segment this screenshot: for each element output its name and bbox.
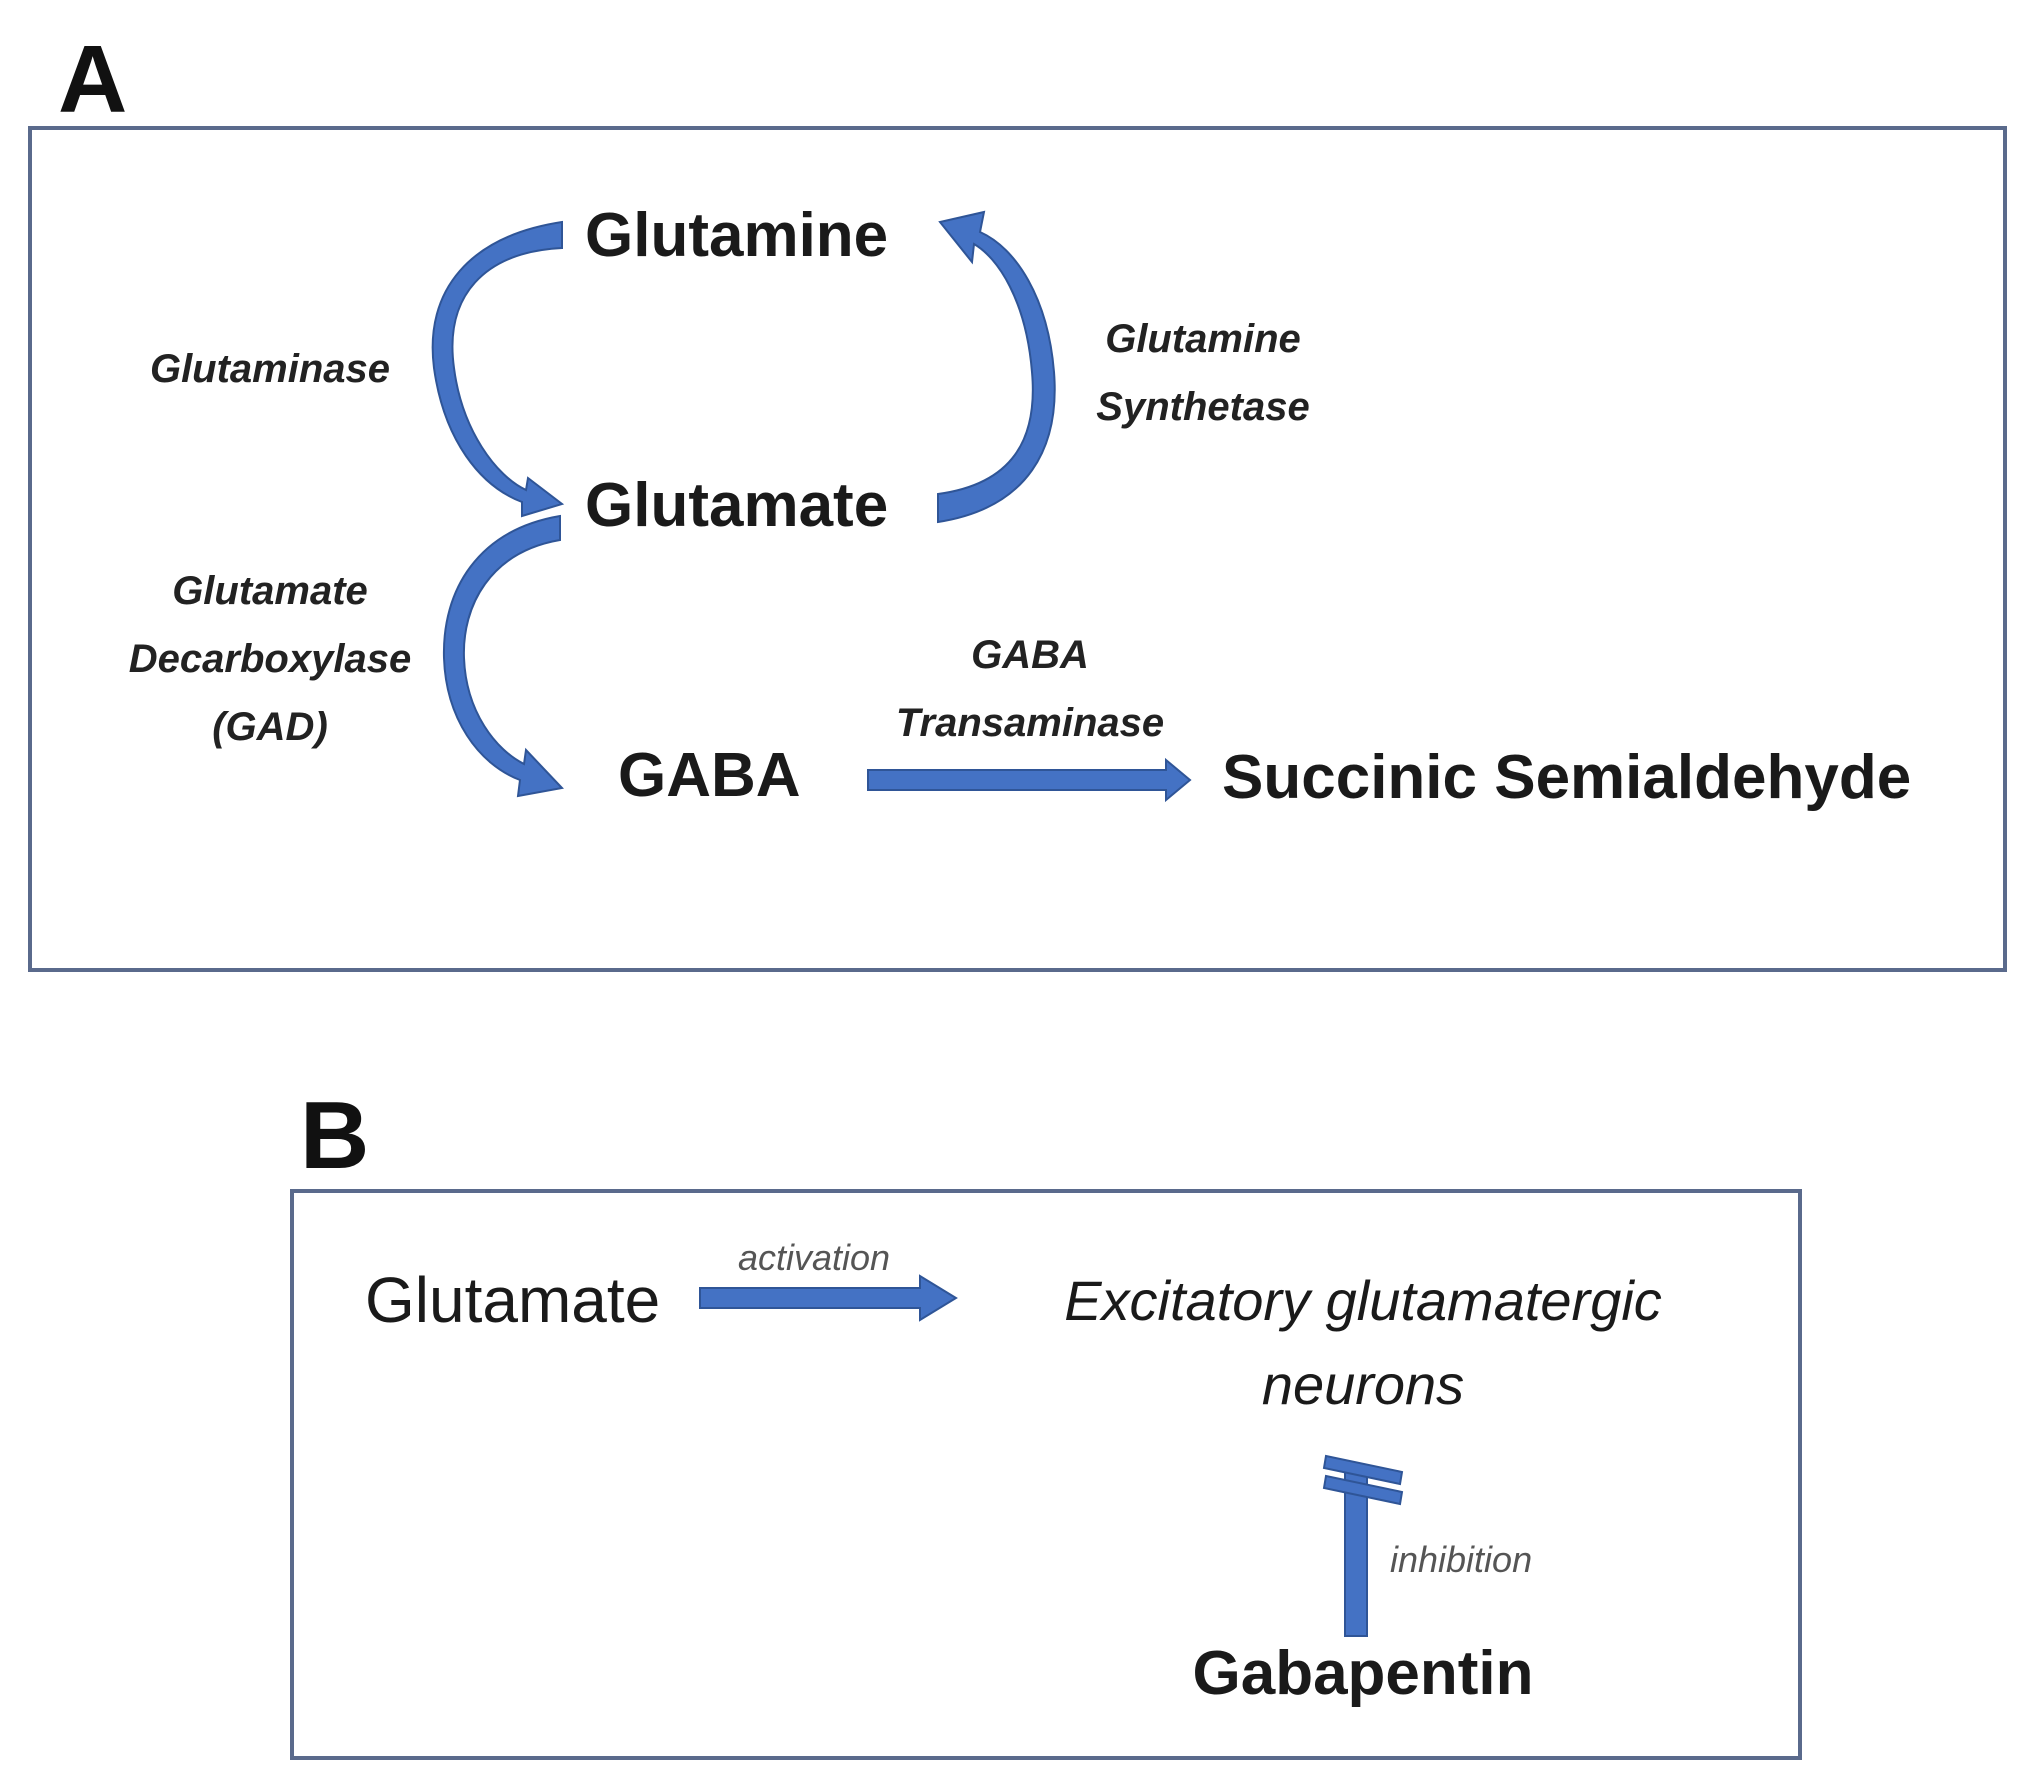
panel-a-box bbox=[28, 126, 2007, 972]
panel-b-box bbox=[290, 1189, 1802, 1760]
glutaminase-arrow bbox=[431, 220, 565, 518]
glutamate-node: Glutamate bbox=[585, 471, 888, 540]
succinic-semialdehyde-node: Succinic Semialdehyde bbox=[1222, 743, 1911, 812]
panel-b-letter: B bbox=[300, 1082, 369, 1189]
gaba-node: GABA bbox=[618, 741, 801, 810]
gaba-transaminase-label-line2: Transaminase bbox=[896, 701, 1164, 745]
gaba-transaminase-arrow bbox=[867, 757, 1192, 803]
excitatory-neurons-label-line2: neurons bbox=[1262, 1353, 1464, 1416]
gad-label-line3: (GAD) bbox=[212, 705, 328, 749]
glutamate-source: Glutamate bbox=[365, 1264, 660, 1336]
panel-a-letter: A bbox=[58, 26, 127, 133]
gaba-transaminase-label-line1: GABA bbox=[971, 633, 1089, 677]
glutaminase-label: Glutaminase bbox=[150, 347, 390, 391]
glutamine-synthetase-arrow bbox=[937, 210, 1056, 524]
gad-label-line1: Glutamate bbox=[172, 569, 368, 613]
inhibition-bar-1 bbox=[1322, 1454, 1404, 1486]
glutamine-node: Glutamine bbox=[585, 201, 888, 270]
inhibition-bar-2 bbox=[1322, 1474, 1404, 1506]
gad-label-line2: Decarboxylase bbox=[129, 637, 411, 681]
excitatory-neurons-label-line1: Excitatory glutamatergic bbox=[1064, 1269, 1662, 1332]
gad-arrow bbox=[442, 514, 564, 798]
glutamine-synthetase-label-line1: Glutamine bbox=[1105, 317, 1301, 361]
activation-label: activation bbox=[738, 1237, 890, 1278]
glutamine-synthetase-label-line2: Synthetase bbox=[1096, 385, 1309, 429]
activation-arrow bbox=[699, 1274, 958, 1322]
inhibition-label: inhibition bbox=[1390, 1539, 1532, 1580]
gabapentin-node: Gabapentin bbox=[1192, 1639, 1533, 1708]
inhibition-symbol bbox=[1322, 1454, 1404, 1637]
